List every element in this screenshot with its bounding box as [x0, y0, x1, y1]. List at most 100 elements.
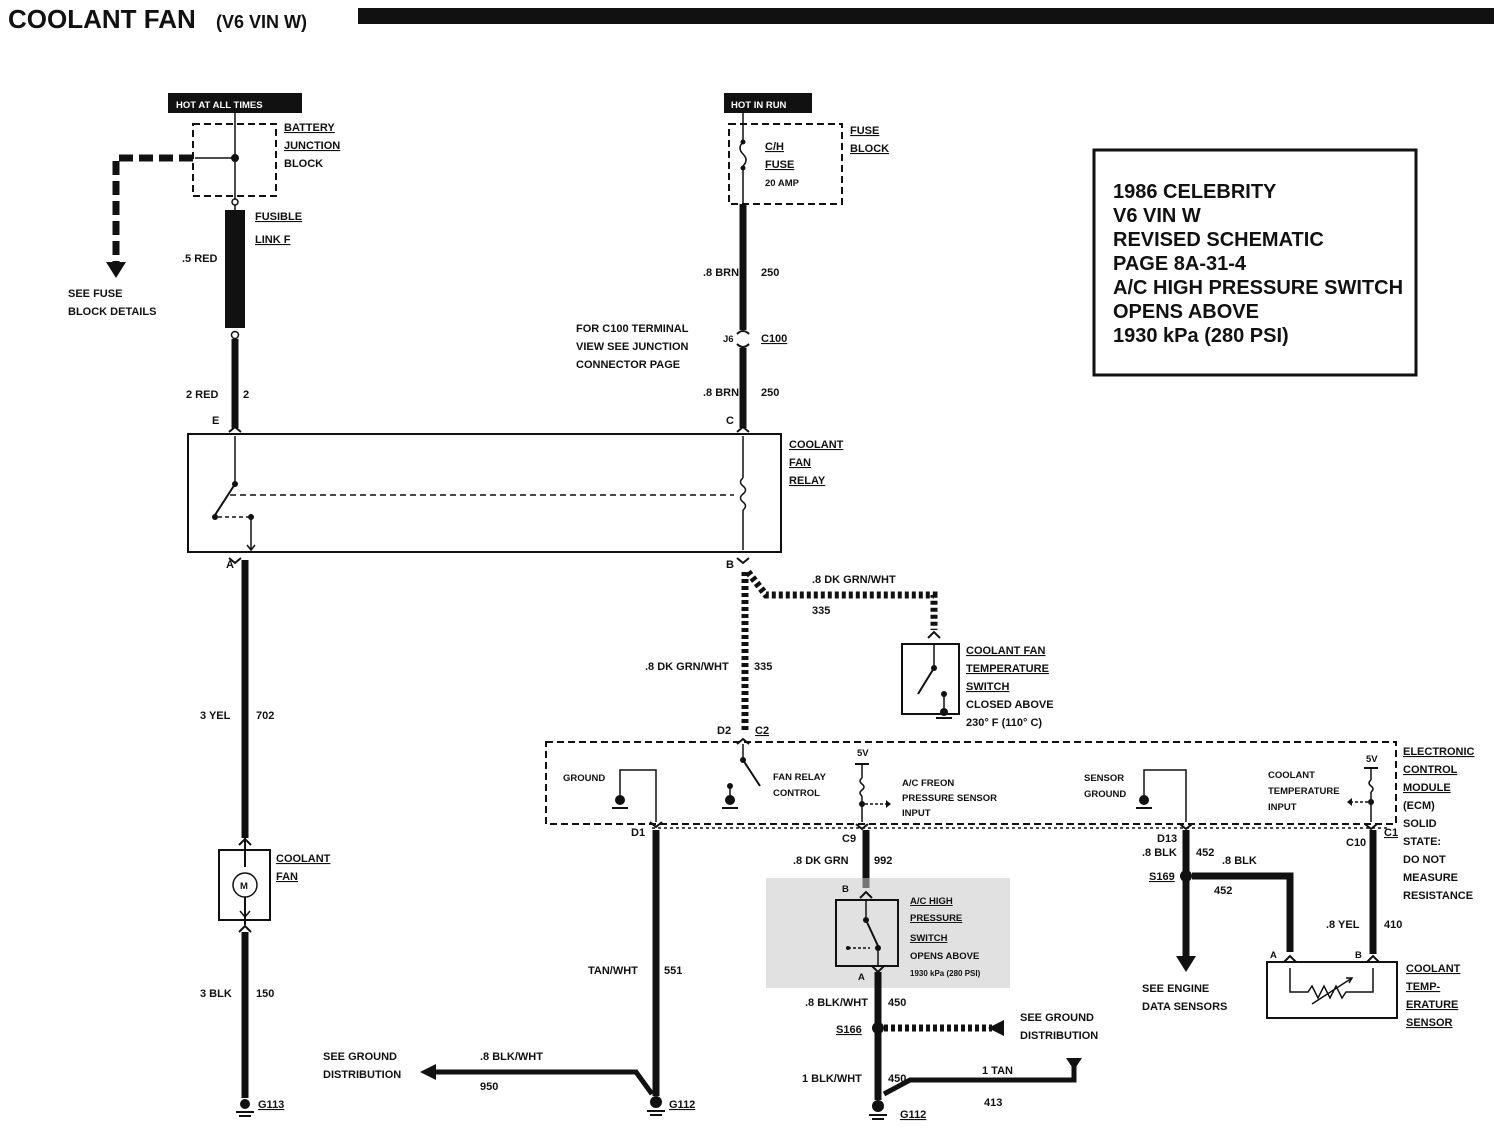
wire-label-tan1: 1 TAN	[982, 1065, 1013, 1077]
ground-g112-right: G112	[900, 1109, 926, 1121]
wire-num-335-b: 335	[754, 661, 772, 673]
fan-label: COOLANT	[276, 853, 331, 865]
svg-text:INPUT: INPUT	[1268, 802, 1297, 813]
svg-text:COOLANT: COOLANT	[1268, 770, 1315, 781]
svg-text:FAN RELAY: FAN RELAY	[773, 772, 827, 783]
svg-text:FAN: FAN	[789, 457, 811, 469]
svg-text:A/C HIGH: A/C HIGH	[910, 896, 953, 907]
svg-text:COOLANT: COOLANT	[789, 439, 844, 451]
blk-wht-950-wire	[432, 1069, 655, 1096]
see-ground-right-2: DISTRIBUTION	[1020, 1030, 1098, 1042]
see-fuse-note-2: BLOCK DETAILS	[68, 306, 156, 318]
see-ground-right: SEE GROUND	[1020, 1012, 1094, 1024]
svg-text:C: C	[726, 415, 734, 427]
see-engine-note: SEE ENGINE	[1142, 983, 1209, 995]
ground-g112-left-icon	[647, 1096, 665, 1116]
svg-text:HOT IN RUN: HOT IN RUN	[731, 100, 787, 111]
fusible-link-f: FUSIBLE LINK F .5 RED	[182, 196, 302, 340]
ground-g112-left: G112	[669, 1099, 695, 1111]
svg-text:20 AMP: 20 AMP	[765, 178, 800, 189]
connector-down-icon	[1066, 1058, 1082, 1070]
wire-label-blk452b: .8 BLK	[1222, 855, 1257, 867]
svg-text:230° F (110° C): 230° F (110° C)	[966, 717, 1042, 729]
c100-note: FOR C100 TERMINAL	[576, 323, 689, 335]
svg-text:MODULE: MODULE	[1403, 782, 1451, 794]
see-ground-left: SEE GROUND	[323, 1051, 397, 1063]
svg-text:B: B	[726, 559, 734, 571]
svg-text:TEMP-: TEMP-	[1406, 981, 1441, 993]
splice-s166: S166	[836, 1024, 862, 1036]
svg-text:ERATURE: ERATURE	[1406, 999, 1458, 1011]
svg-text:RELAY: RELAY	[789, 475, 826, 487]
see-engine-note-2: DATA SENSORS	[1142, 1001, 1227, 1013]
svg-text:B: B	[1355, 950, 1362, 961]
ground-g113-icon	[236, 1099, 254, 1117]
connector-c100: J6 C100	[723, 330, 787, 348]
wire-label-blk452: .8 BLK	[1142, 847, 1177, 859]
svg-text:E: E	[212, 415, 219, 427]
coolant-fan-relay: E C COOLANT FAN RELAY A B	[187, 415, 844, 571]
fuse-block: C/H FUSE 20 AMP FUSE BLOCK	[728, 113, 889, 205]
svg-text:C100: C100	[761, 333, 787, 345]
svg-text:GROUND: GROUND	[1084, 789, 1126, 800]
wire-num-335-a: 335	[812, 605, 830, 617]
svg-text:M: M	[240, 881, 248, 892]
svg-text:OPENS ABOVE: OPENS ABOVE	[910, 951, 979, 962]
wire-label-blkwht450: .8 BLK/WHT	[805, 997, 868, 1009]
wire-label-dkgrn-a: .8 DK GRN/WHT	[812, 574, 896, 586]
svg-text:BLOCK: BLOCK	[850, 143, 889, 155]
see-fuse-note: SEE FUSE	[68, 288, 122, 300]
c100-note-3: CONNECTOR PAGE	[576, 359, 680, 371]
svg-text:A: A	[1270, 950, 1277, 961]
splice-s169: S169	[1149, 871, 1175, 883]
wire-label-yel410: .8 YEL	[1326, 919, 1360, 931]
svg-text:CLOSED ABOVE: CLOSED ABOVE	[966, 699, 1054, 711]
svg-text:TEMPERATURE: TEMPERATURE	[966, 663, 1049, 675]
svg-text:OPENS ABOVE: OPENS ABOVE	[1113, 301, 1259, 323]
svg-text:REVISED SCHEMATIC: REVISED SCHEMATIC	[1113, 229, 1324, 251]
wire-num-410: 410	[1384, 919, 1402, 931]
svg-text:LINK F: LINK F	[255, 234, 291, 246]
wire-label-brn-top: .8 BRN	[703, 267, 739, 279]
arrow-left-icon	[420, 1064, 436, 1080]
svg-text:FUSIBLE: FUSIBLE	[255, 211, 302, 223]
wire-num-2: 2	[243, 389, 249, 401]
svg-text:C9: C9	[842, 833, 856, 845]
svg-text:A: A	[226, 559, 234, 571]
arrow-down-icon-2	[1176, 956, 1196, 972]
wire-num-250-bot: 250	[761, 387, 779, 399]
fuse-feed-wire	[112, 154, 193, 268]
svg-text:SOLID: SOLID	[1403, 818, 1437, 830]
wire-label-dkgrn-b: .8 DK GRN/WHT	[645, 661, 729, 673]
wire-label-3blk: 3 BLK	[200, 988, 232, 1000]
wire-num-413: 413	[984, 1097, 1002, 1109]
svg-text:PRESSURE: PRESSURE	[910, 913, 962, 924]
ground-g112-right-icon	[869, 1100, 887, 1120]
svg-text:TEMPERATURE: TEMPERATURE	[1268, 786, 1340, 797]
hot-in-run-label: HOT IN RUN	[724, 93, 812, 113]
svg-text:MEASURE: MEASURE	[1403, 872, 1458, 884]
svg-text:JUNCTION: JUNCTION	[284, 140, 340, 152]
blk-452-branch-wire	[1192, 872, 1294, 952]
svg-text:SENSOR: SENSOR	[1406, 1017, 1453, 1029]
svg-text:HOT AT ALL TIMES: HOT AT ALL TIMES	[176, 100, 263, 111]
svg-text:A/C HIGH PRESSURE SWITCH: A/C HIGH PRESSURE SWITCH	[1113, 277, 1403, 299]
wire-label-blkwht8: .8 BLK/WHT	[480, 1051, 543, 1063]
wire-label-tanwht: TAN/WHT	[588, 965, 638, 977]
svg-text:A: A	[858, 972, 865, 983]
svg-text:RESISTANCE: RESISTANCE	[1403, 890, 1473, 902]
svg-text:D2: D2	[717, 725, 731, 737]
title-bar	[358, 8, 1494, 24]
svg-text:D13: D13	[1157, 833, 1177, 845]
wire-num-992: 992	[874, 855, 892, 867]
coolant-fan-temperature-switch: COOLANT FAN TEMPERATURE SWITCH CLOSED AB…	[901, 630, 1054, 729]
wire-num-702: 702	[256, 710, 274, 722]
wire-label-3yel: 3 YEL	[200, 710, 231, 722]
wire-num-950: 950	[480, 1081, 498, 1093]
ground-g113: G113	[258, 1099, 284, 1111]
svg-text:BATTERY: BATTERY	[284, 122, 335, 134]
svg-text:COOLANT FAN: COOLANT FAN	[966, 645, 1045, 657]
wire-num-150: 150	[256, 988, 274, 1000]
svg-text:1930 kPa (280 PSI): 1930 kPa (280 PSI)	[910, 969, 981, 978]
